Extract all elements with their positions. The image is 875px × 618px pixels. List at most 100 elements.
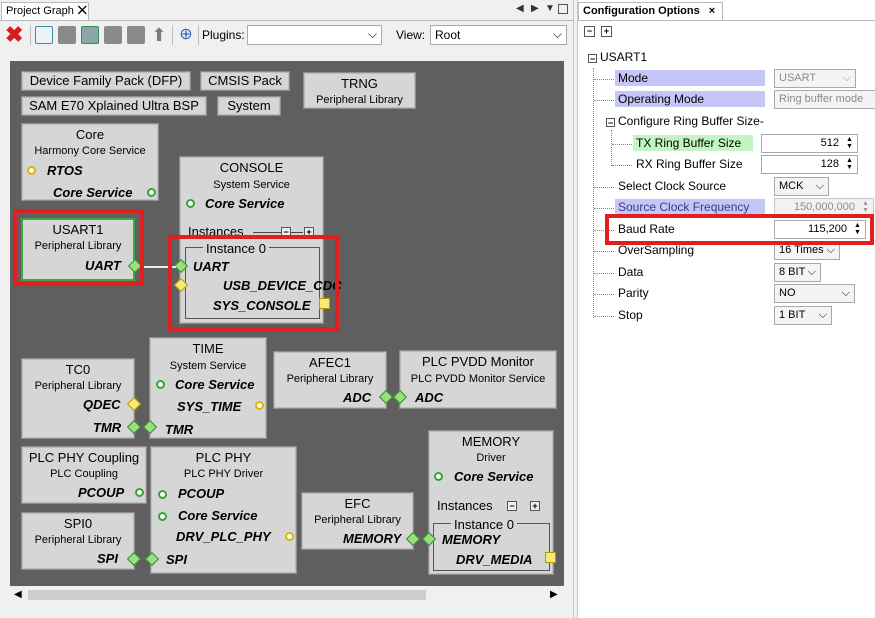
node-title: MEMORY [461, 434, 521, 449]
cmsis-component[interactable]: CMSIS Pack [201, 72, 289, 90]
system-component[interactable]: System [218, 97, 280, 115]
core-service-port-icon[interactable] [156, 380, 165, 389]
collapse-icon[interactable]: − [588, 54, 597, 64]
scroll-right-icon[interactable]: ▶ [550, 589, 558, 600]
remove-instance-button[interactable]: − [507, 501, 517, 511]
config-label: Operating Mode [615, 91, 765, 107]
select-value: 8 BIT [779, 266, 806, 278]
add-icon[interactable] [58, 26, 76, 44]
baud-rate-input[interactable]: 115,200 ▲▼ [774, 220, 866, 239]
port-label: QDEC [83, 397, 121, 412]
sys-console-port-icon[interactable] [319, 298, 330, 309]
config-label: OverSampling [618, 243, 695, 257]
tc0-node[interactable]: TC0 Peripheral Library QDEC TMR [22, 359, 134, 438]
import-icon[interactable] [81, 26, 99, 44]
delete-icon[interactable]: ✖ [5, 22, 24, 47]
tab-close-icon[interactable]: ⨉ [77, 5, 87, 17]
ungroup-icon[interactable] [127, 26, 145, 44]
node-subtitle: Peripheral Library [34, 534, 122, 546]
port-label: SPI [166, 552, 187, 567]
core-node[interactable]: Core Harmony Core Service RTOS Core Serv… [22, 124, 158, 200]
plc-phy-node[interactable]: PLC PHY PLC PHY Driver PCOUP Core Servic… [151, 447, 296, 573]
port-label: UART [193, 259, 229, 274]
drv-media-port-icon[interactable] [545, 552, 556, 563]
up-arrow-icon[interactable]: ⬆ [151, 25, 167, 45]
tab-project-graph-label: Project Graph [6, 5, 74, 17]
pcoup-port-icon[interactable] [135, 488, 144, 497]
core-service-port-icon[interactable] [434, 472, 443, 481]
port-label: Core Service [175, 377, 255, 392]
port-label: PCOUP [178, 486, 225, 501]
trng-node[interactable]: TRNG Peripheral Library [304, 73, 415, 108]
collapse-all-button[interactable]: − [584, 26, 595, 37]
pcoup-port-icon[interactable] [158, 490, 167, 499]
oversampling-select[interactable]: 16 Times ⌵ [774, 241, 840, 260]
group-icon[interactable] [104, 26, 122, 44]
spinner-icon: ▲▼ [862, 200, 869, 214]
tree-branch [594, 208, 614, 209]
data-bits-select[interactable]: 8 BIT ⌵ [774, 263, 821, 282]
scroll-left-icon[interactable]: ◀ [14, 589, 22, 600]
clock-source-select[interactable]: MCK ⌵ [774, 177, 829, 196]
port-label: PCOUP [78, 485, 125, 500]
tab-project-graph[interactable]: Project Graph⨉ [1, 2, 89, 21]
rtos-port-icon[interactable] [27, 166, 36, 175]
fit-view-icon[interactable]: ⊕ [179, 26, 193, 43]
tx-ring-buffer-input[interactable]: 512 ▲▼ [761, 134, 858, 153]
tab-underline [0, 20, 574, 21]
add-instance-button[interactable]: + [530, 501, 540, 511]
spinner-icon[interactable]: ▲▼ [854, 222, 861, 236]
tree-branch [612, 144, 632, 145]
highlight-usart1 [13, 209, 144, 286]
node-subtitle: Driver [476, 452, 506, 464]
maximize-icon[interactable] [558, 4, 568, 14]
plugins-select[interactable]: ⌵ [247, 25, 382, 45]
config-label: Mode [615, 70, 765, 86]
plugins-label: Plugins: [202, 28, 245, 42]
core-service-port-icon[interactable] [186, 199, 195, 208]
core-service-port-icon[interactable] [147, 188, 156, 197]
tab-list-icon[interactable]: ▼ [545, 3, 555, 14]
port-label: ADC [415, 390, 444, 405]
mode-select[interactable]: USART ⌵ [774, 69, 856, 88]
connection-wire [140, 266, 176, 268]
tab-close-icon[interactable]: × [708, 5, 716, 17]
sys-time-port-icon[interactable] [255, 401, 264, 410]
afec1-node[interactable]: AFEC1 Peripheral Library ADC [274, 352, 386, 408]
console-node[interactable]: CONSOLE System Service Core Service Inst… [180, 157, 341, 323]
new-component-icon[interactable] [35, 26, 53, 44]
tab-configuration-options[interactable]: Configuration Options × [578, 2, 723, 21]
collapse-icon[interactable]: − [606, 118, 615, 128]
instances-divider [253, 232, 303, 233]
tree-branch [594, 251, 614, 252]
usart1-node[interactable]: USART1 Peripheral Library UART [21, 218, 135, 281]
view-select[interactable]: Root ⌵ [430, 25, 567, 45]
tab-scroll-right-icon[interactable]: ▶ [531, 3, 539, 14]
spi0-node[interactable]: SPI0 Peripheral Library SPI [22, 513, 134, 569]
scrollbar-thumb[interactable] [28, 590, 426, 600]
memory-node[interactable]: MEMORY Driver Core Service Instances − +… [429, 431, 553, 574]
efc-node[interactable]: EFC Peripheral Library MEMORY [302, 493, 413, 549]
plc-phy-coupling-node[interactable]: PLC PHY Coupling PLC Coupling PCOUP [22, 447, 146, 503]
node-title: TC0 [65, 362, 91, 377]
node-subtitle: Peripheral Library [34, 240, 122, 252]
chevron-down-icon: ⌵ [818, 309, 827, 321]
chevron-down-icon: ⌵ [807, 266, 816, 278]
node-subtitle: System Service [213, 179, 290, 191]
core-service-port-icon[interactable] [158, 512, 167, 521]
spinner-icon[interactable]: ▲▼ [846, 136, 853, 150]
spinner-icon[interactable]: ▲▼ [846, 157, 853, 171]
drv-plc-phy-port-icon[interactable] [285, 532, 294, 541]
stop-bits-select[interactable]: 1 BIT ⌵ [774, 306, 832, 325]
rx-ring-buffer-input[interactable]: 128 ▲▼ [761, 155, 858, 174]
node-subtitle: Harmony Core Service [34, 145, 146, 157]
time-node[interactable]: TIME System Service Core Service SYS_TIM… [150, 338, 266, 438]
bsp-component[interactable]: SAM E70 Xplained Ultra BSP [22, 97, 206, 115]
plc-pvdd-monitor-node[interactable]: PLC PVDD Monitor PLC PVDD Monitor Servic… [400, 351, 556, 408]
expand-all-button[interactable]: + [601, 26, 612, 37]
dfp-component[interactable]: Device Family Pack (DFP) [22, 72, 190, 90]
parity-select[interactable]: NO ⌵ [774, 284, 855, 303]
tab-scroll-left-icon[interactable]: ◀ [516, 3, 524, 14]
select-value: USART [779, 72, 817, 84]
operating-mode-select[interactable]: Ring buffer mode [774, 90, 875, 109]
